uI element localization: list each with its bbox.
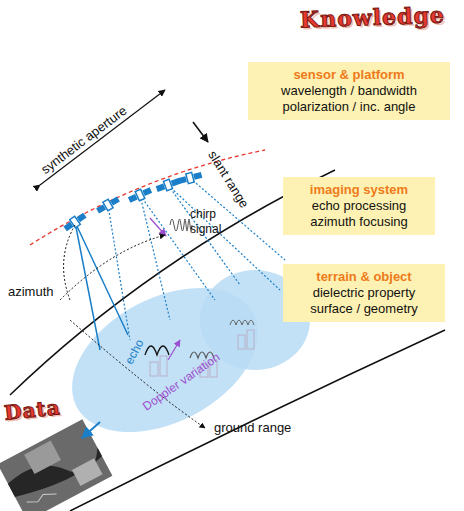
axis-label: slant range [205,148,252,211]
box-heading: sensor & platform [256,67,442,83]
title-text: Knowledge [300,1,446,32]
box-body: echo processing azimuth focusing [297,198,422,230]
axis-label: synthetic aperture [38,103,130,177]
signal-label: chirp signal [190,207,230,237]
knowledge-box: sensor & platformwavelength / bandwidth … [248,62,450,120]
axis-label: azimuth [8,284,54,299]
box-body: wavelength / bandwidth polarization / in… [264,83,434,115]
knowledge-box: imaging systemecho processing azimuth fo… [283,177,435,235]
box-body: dielectric property surface / geometry [297,285,432,317]
box-heading: imaging system [291,182,427,198]
box-heading: terrain & object [291,269,437,285]
knowledge-box: terrain & objectdielectric property surf… [283,264,445,322]
data-heading: Data [3,395,62,425]
axis-label: ground range [214,420,291,435]
